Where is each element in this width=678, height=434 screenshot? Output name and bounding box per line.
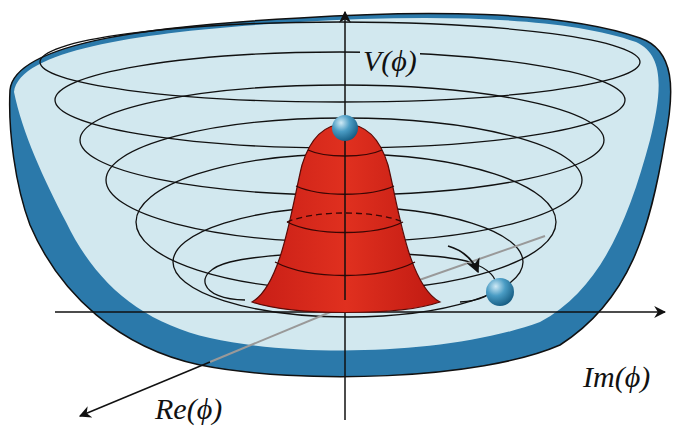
potential-axis-label: V(ϕ) (360, 44, 420, 77)
bowl-outer (10, 13, 671, 376)
hat-peak (252, 124, 440, 313)
real-axis-label: Re(ϕ) (152, 392, 225, 425)
rolling-arrow (448, 246, 478, 272)
contour-lines (40, 22, 640, 317)
bowl-interior (14, 18, 659, 350)
imaginary-axis-label: Im(ϕ) (580, 360, 653, 393)
ball-top (332, 115, 358, 141)
re-axis-inner (210, 306, 345, 362)
vertical-axis-upper (344, 12, 346, 300)
vertical-axis-lower (344, 300, 346, 420)
ball-bottom (486, 278, 514, 306)
